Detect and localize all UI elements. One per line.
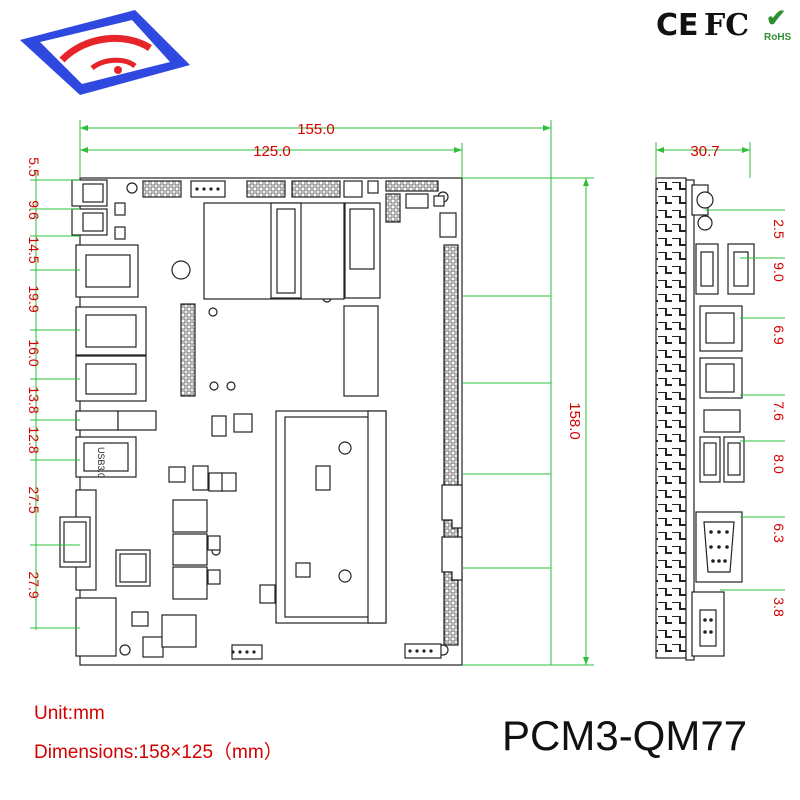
unit-caption: Unit:mm — [34, 703, 105, 724]
left-offset-label: 9.6 — [26, 200, 42, 220]
top-dimension-arrows — [80, 125, 589, 665]
side-dimension-lines — [655, 142, 785, 591]
vga-pins — [703, 530, 729, 634]
left-offset-label: 5.5 — [26, 157, 42, 177]
fcc-mark: FC — [704, 8, 750, 43]
dim-width-board: 125.0 — [253, 143, 291, 160]
side-dimension-arrows — [656, 147, 750, 153]
dim-width-total: 155.0 — [297, 121, 335, 138]
right-offset-labels: 2.5 9.0 6.9 7.6 8.0 6.3 3.8 — [771, 219, 787, 617]
left-offset-labels: 5.5 9.6 14.5 19.9 16.0 13.8 12.8 27.5 27… — [26, 157, 42, 599]
left-offset-label: 27.5 — [26, 486, 42, 513]
rohs-check-icon: ✔ — [766, 5, 787, 32]
dim-thickness: 30.7 — [690, 143, 719, 160]
left-offset-label: 13.8 — [26, 386, 42, 413]
model-name: PCM3-QM77 — [502, 712, 748, 759]
right-offset-label: 2.5 — [771, 219, 787, 239]
dim-height-board: 158.0 — [566, 402, 583, 440]
top-dimension-lines — [30, 120, 594, 666]
left-offset-label: 19.9 — [26, 285, 42, 312]
ce-mark: CE — [656, 8, 699, 43]
side-view-board — [655, 177, 755, 661]
dimensions-caption: Dimensions:158×125（mm） — [34, 742, 283, 763]
left-offset-label: 16.0 — [26, 339, 42, 366]
right-offset-label: 6.3 — [771, 523, 787, 543]
right-offset-label: 7.6 — [771, 401, 787, 421]
left-offset-label: 14.5 — [26, 236, 42, 263]
rohs-mark: RoHS — [764, 32, 792, 43]
right-offset-label: 8.0 — [771, 454, 787, 474]
usb3-label: USB3.0 — [96, 447, 106, 478]
brand-logo — [20, 10, 190, 95]
left-offset-label: 27.9 — [26, 571, 42, 598]
right-offset-label: 3.8 — [771, 597, 787, 617]
certification-marks: CE FC ✔ RoHS — [654, 5, 800, 48]
top-view-board — [59, 177, 463, 666]
small-header-pins — [195, 187, 433, 654]
right-offset-label: 9.0 — [771, 262, 787, 282]
right-offset-label: 6.9 — [771, 325, 787, 345]
left-offset-label: 12.8 — [26, 426, 42, 453]
